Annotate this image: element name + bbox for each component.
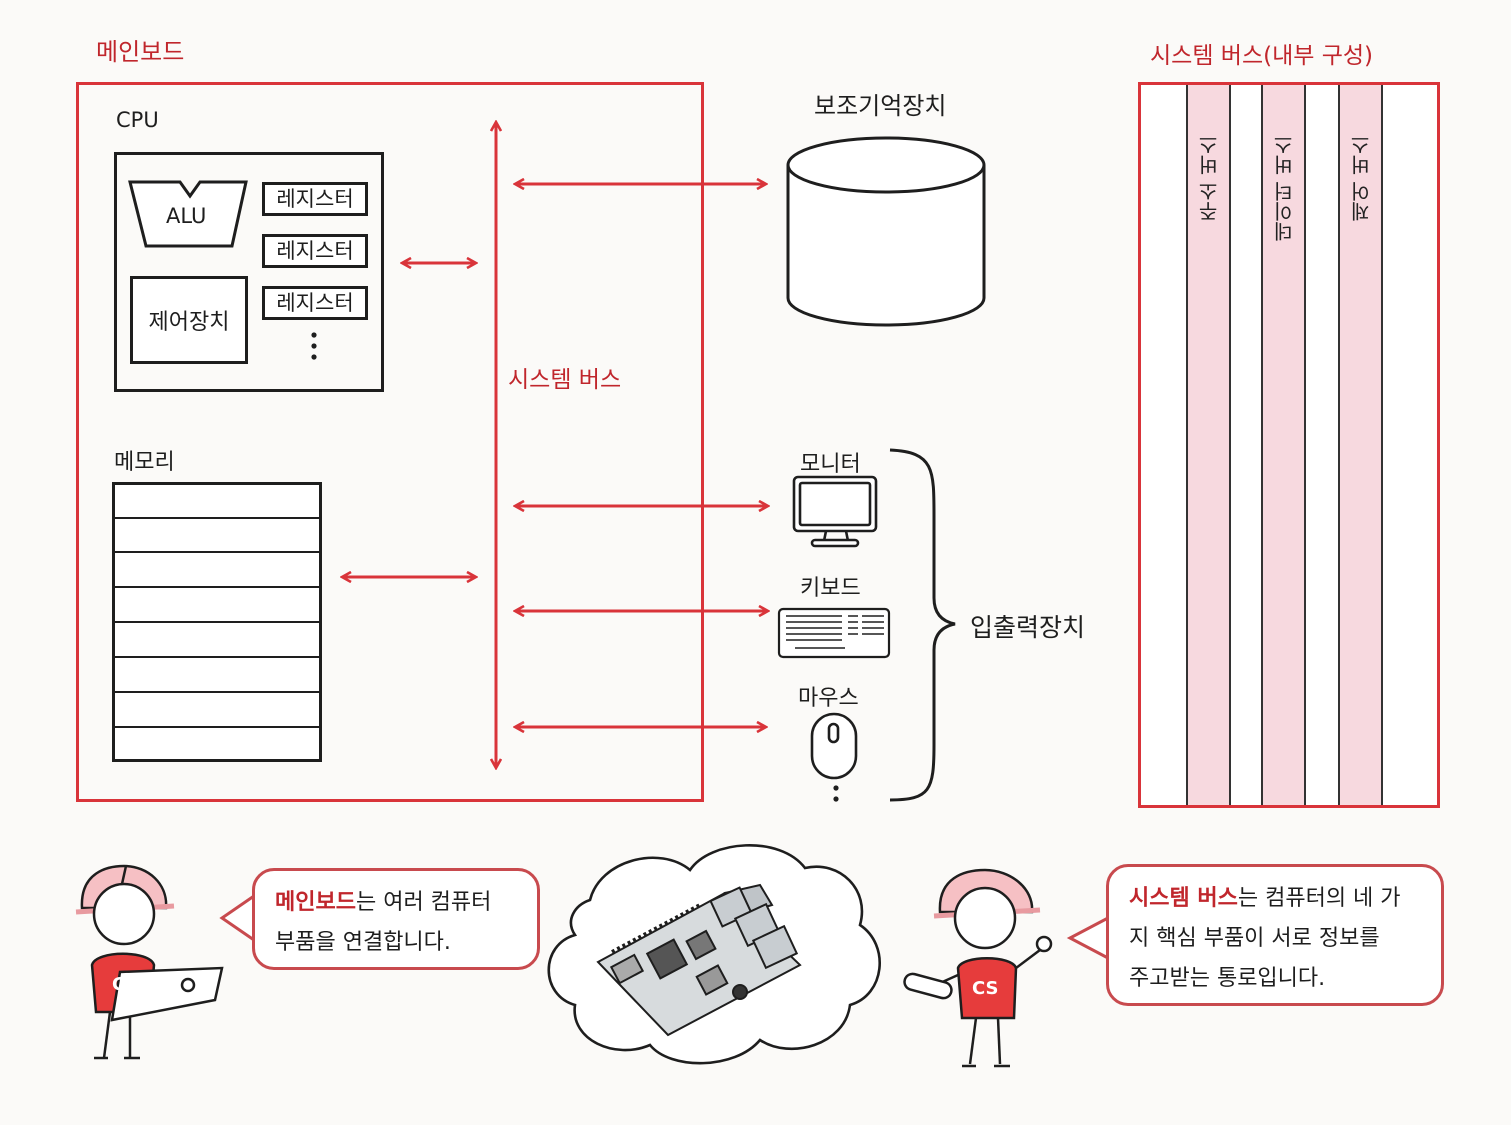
bus-internal-title: 시스템 버스(내부 구성) xyxy=(1150,43,1374,69)
memory-row-divider xyxy=(115,691,319,693)
system-bus-caption-line2: 지 핵심 부품이 서로 정보를 xyxy=(1129,926,1380,951)
memory-row-divider xyxy=(115,621,319,623)
memory-block xyxy=(112,482,322,762)
io-brace xyxy=(889,448,956,802)
control-unit-label: 제어장치 xyxy=(148,310,230,335)
memory-label: 메모리 xyxy=(114,450,175,475)
worker-left-character xyxy=(75,864,224,1060)
alu-label: ALU xyxy=(166,204,207,228)
mainboard-caption-bubble: 메인보드는 여러 컴퓨터 부품을 연결합니다. xyxy=(252,868,540,970)
control-bus-label: 제어 버스 xyxy=(1349,135,1373,222)
mainboard-title: 메인보드 xyxy=(96,38,185,66)
address-bus-lane: 주소 버스 xyxy=(1186,85,1231,805)
worker-right-character xyxy=(903,868,1053,1068)
left-bubble-tail xyxy=(219,894,255,942)
data-bus-lane: 데이터 버스 xyxy=(1261,85,1306,805)
memory-row-divider xyxy=(115,656,319,658)
mainboard-caption-rest: 는 여러 컴퓨터 xyxy=(355,890,492,915)
system-bus-caption-bubble: 시스템 버스는 컴퓨터의 네 가 지 핵심 부품이 서로 정보를 주고받는 통로… xyxy=(1106,864,1444,1006)
system-bus-caption-rest: 는 컴퓨터의 네 가 xyxy=(1237,886,1401,911)
system-bus-caption-line3: 주고받는 통로입니다. xyxy=(1129,966,1326,991)
register-box: 레지스터 xyxy=(262,286,368,320)
register-box: 레지스터 xyxy=(262,182,368,216)
storage-label: 보조기억장치 xyxy=(814,92,947,120)
data-bus-label: 데이터 버스 xyxy=(1272,135,1296,242)
mouse-label: 마우스 xyxy=(798,686,859,711)
circuit-board-icon xyxy=(596,883,802,1037)
ellipsis-icon xyxy=(311,332,839,802)
left-shirt-text: CS xyxy=(112,974,139,995)
cpu-box xyxy=(114,152,384,392)
mainboard-caption-bold: 메인보드 xyxy=(275,890,356,915)
right-bubble-tail xyxy=(1066,916,1109,960)
storage-cylinder-icon xyxy=(786,136,986,327)
memory-row-divider xyxy=(115,726,319,728)
system-bus-caption-line1: 시스템 버스는 컴퓨터의 네 가 xyxy=(1129,879,1421,919)
memory-row-divider xyxy=(115,551,319,553)
register-box: 레지스터 xyxy=(262,234,368,268)
memory-row-divider xyxy=(115,517,319,519)
monitor-icon xyxy=(792,475,878,548)
keyboard-icon xyxy=(777,607,891,659)
right-shirt-text: CS xyxy=(972,978,999,999)
system-bus-caption-bold: 시스템 버스 xyxy=(1129,886,1238,911)
monitor-label: 모니터 xyxy=(800,452,861,477)
mainboard-caption-line1: 메인보드는 여러 컴퓨터 xyxy=(275,883,517,923)
bus-internal-frame: 주소 버스 데이터 버스 제어 버스 xyxy=(1138,82,1440,808)
mainboard-frame xyxy=(76,82,704,802)
control-unit-box: 제어장치 xyxy=(130,276,248,364)
keyboard-label: 키보드 xyxy=(800,576,861,601)
control-bus-lane: 제어 버스 xyxy=(1338,85,1383,805)
alu-shape xyxy=(128,180,248,248)
io-devices-label: 입출력장치 xyxy=(970,613,1086,642)
cpu-label: CPU xyxy=(116,108,159,132)
mainboard-caption-line2: 부품을 연결합니다. xyxy=(275,930,451,955)
memory-row-divider xyxy=(115,586,319,588)
address-bus-label: 주소 버스 xyxy=(1197,135,1221,222)
mouse-icon xyxy=(810,712,858,780)
system-bus-label: 시스템 버스 xyxy=(508,367,622,393)
